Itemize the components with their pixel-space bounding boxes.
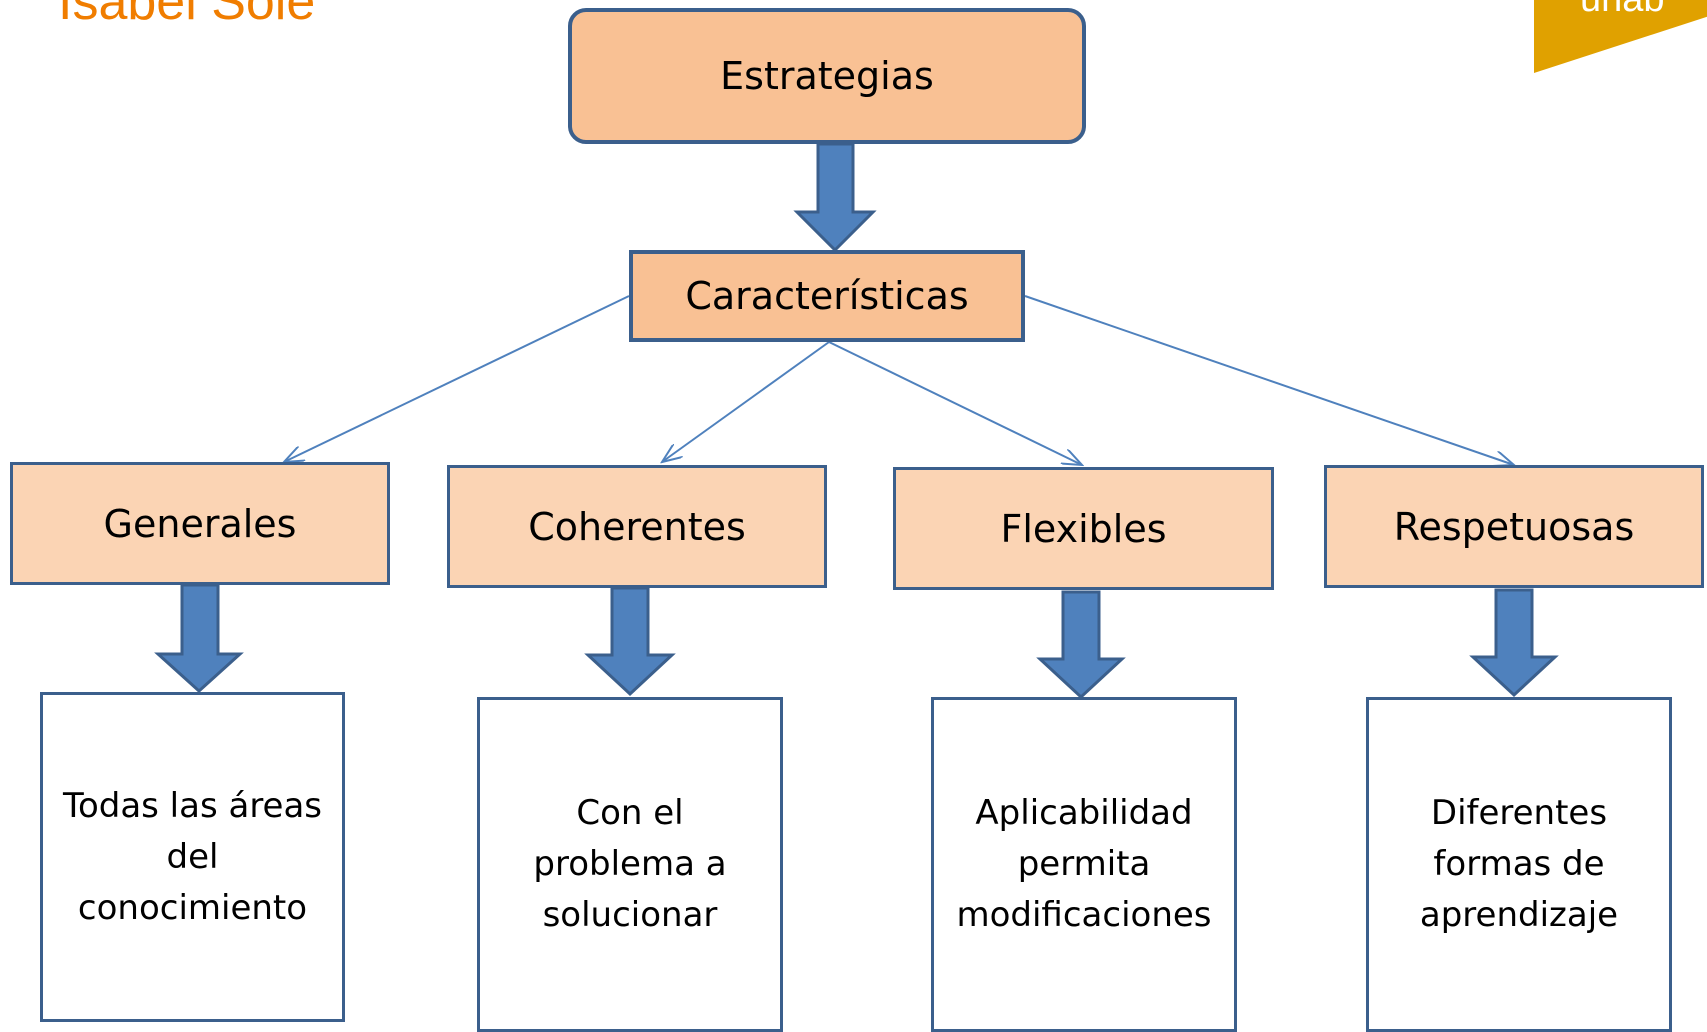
block-arrow-respetuosas xyxy=(1469,588,1559,698)
connector-respetuosas xyxy=(1024,295,1514,465)
description-line: del xyxy=(166,836,219,877)
block-arrow-generales xyxy=(154,583,244,694)
description-line: solucionar xyxy=(542,895,718,935)
description-line: conocimiento xyxy=(77,887,308,928)
slide-title: Isabel Solé xyxy=(58,0,316,31)
description-line: problema a xyxy=(533,844,727,884)
description-respetuosas-box: Diferentes formas de aprendizaje xyxy=(1366,697,1672,1032)
description-line: Aplicabilidad xyxy=(975,793,1193,833)
block-arrow-coherentes xyxy=(584,586,676,697)
category-generales-box: Generales xyxy=(10,462,390,585)
description-line: aprendizaje xyxy=(1419,895,1619,935)
description-flexibles-box: Aplicabilidad permita modificaciones xyxy=(931,697,1237,1032)
connector-generales xyxy=(284,295,630,462)
description-line: Con el xyxy=(576,793,684,833)
category-coherentes-box: Coherentes xyxy=(447,465,827,588)
description-line: Todas las áreas xyxy=(62,785,323,826)
block-arrow-root xyxy=(793,142,877,253)
logo-text: unab xyxy=(1580,0,1665,21)
description-generales-box: Todas las áreas del conocimiento xyxy=(40,692,345,1022)
category-respetuosas-box: Respetuosas xyxy=(1324,465,1704,588)
connector-coherentes xyxy=(662,341,830,462)
estrategias-box: Estrategias xyxy=(568,8,1086,144)
block-arrow-flexibles xyxy=(1036,590,1126,700)
description-line: formas de xyxy=(1433,844,1605,884)
caracteristicas-box: Características xyxy=(629,250,1025,342)
description-line: modificaciones xyxy=(956,895,1212,935)
category-flexibles-box: Flexibles xyxy=(893,467,1274,590)
connector-flexibles xyxy=(828,341,1082,465)
unab-logo xyxy=(1534,0,1707,73)
description-line: permita xyxy=(1017,844,1151,884)
description-line: Diferentes xyxy=(1430,793,1608,833)
description-coherentes-box: Con el problema a solucionar xyxy=(477,697,783,1032)
